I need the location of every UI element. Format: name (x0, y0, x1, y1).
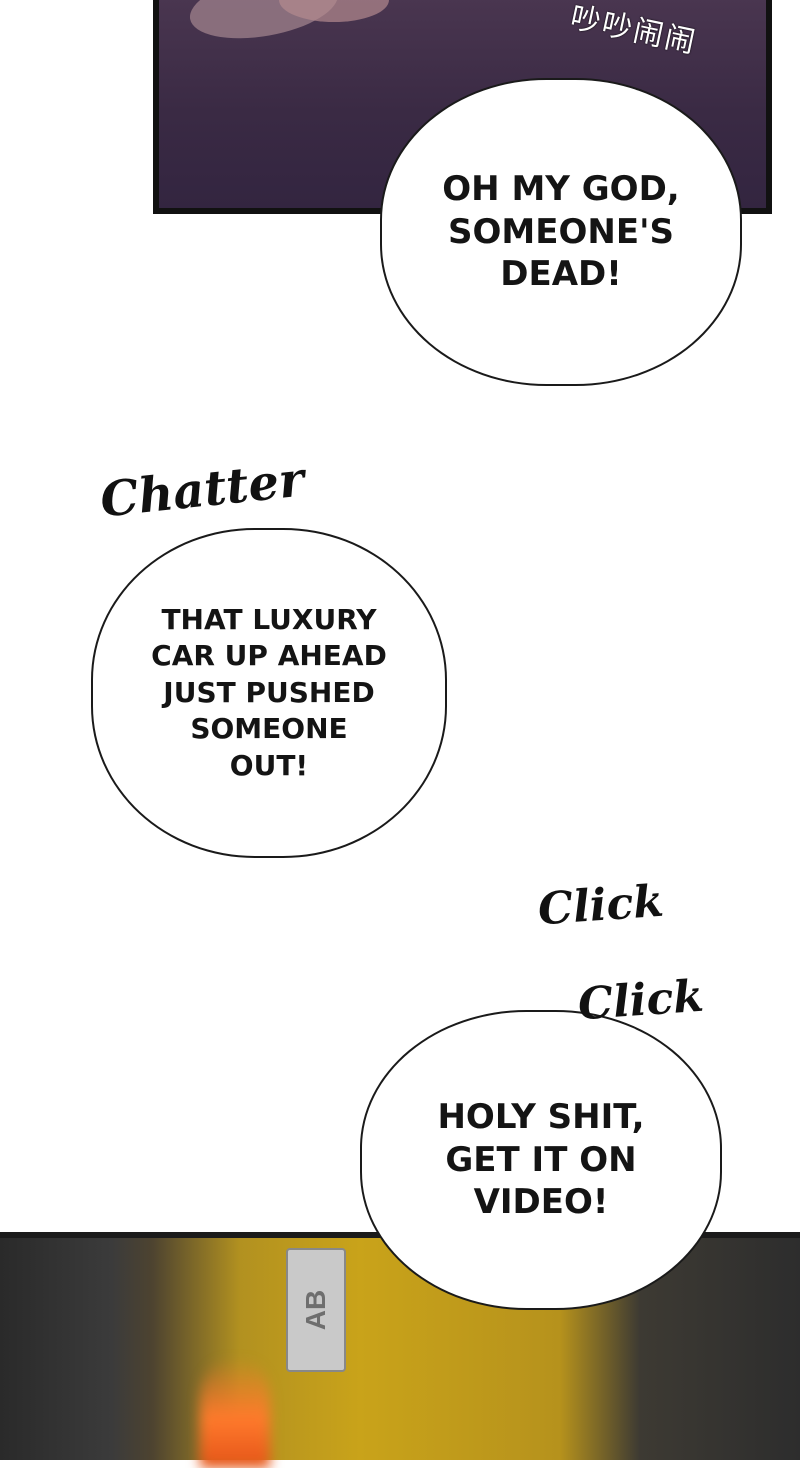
speech-bubble-dead: OH MY GOD, SOMEONE'S DEAD! (380, 78, 742, 386)
speech-text: THAT LUXURY CAR UP AHEAD JUST PUSHED SOM… (151, 603, 387, 782)
panel-art-shape (279, 0, 389, 22)
bottom-panel: AB (0, 1232, 800, 1468)
speech-bubble-video: HOLY SHIT, GET IT ON VIDEO! (360, 1010, 722, 1310)
sfx-click: Click (576, 970, 706, 1031)
sfx-click: Click (536, 875, 666, 936)
sign-text: AB (299, 1289, 331, 1331)
wall-sign: AB (286, 1248, 346, 1372)
speech-bubble-luxury-car: THAT LUXURY CAR UP AHEAD JUST PUSHED SOM… (91, 528, 447, 858)
speech-text: HOLY SHIT, GET IT ON VIDEO! (437, 1097, 645, 1223)
speech-text: OH MY GOD, SOMEONE'S DEAD! (442, 169, 680, 295)
fire-glow (200, 1358, 270, 1468)
sfx-chatter: Chatter (97, 451, 307, 529)
